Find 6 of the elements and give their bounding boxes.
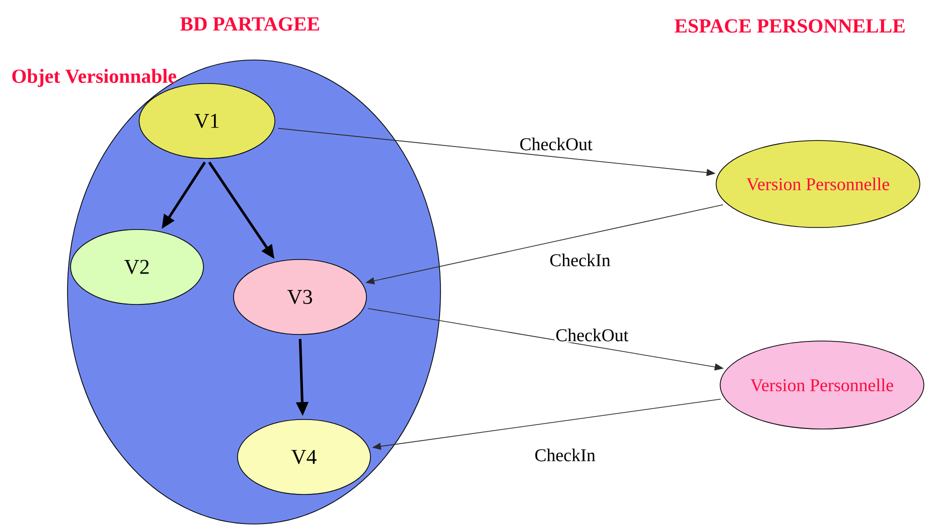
edge-label: CheckOut — [518, 136, 594, 152]
edge-label: CheckIn — [548, 252, 612, 268]
edge-label: CheckIn — [534, 448, 596, 462]
section-heading: BD PARTAGEE — [180, 17, 320, 31]
edge-label: CheckOut — [554, 328, 630, 342]
section-heading: ESPACE PERSONNELLE — [674, 19, 905, 33]
